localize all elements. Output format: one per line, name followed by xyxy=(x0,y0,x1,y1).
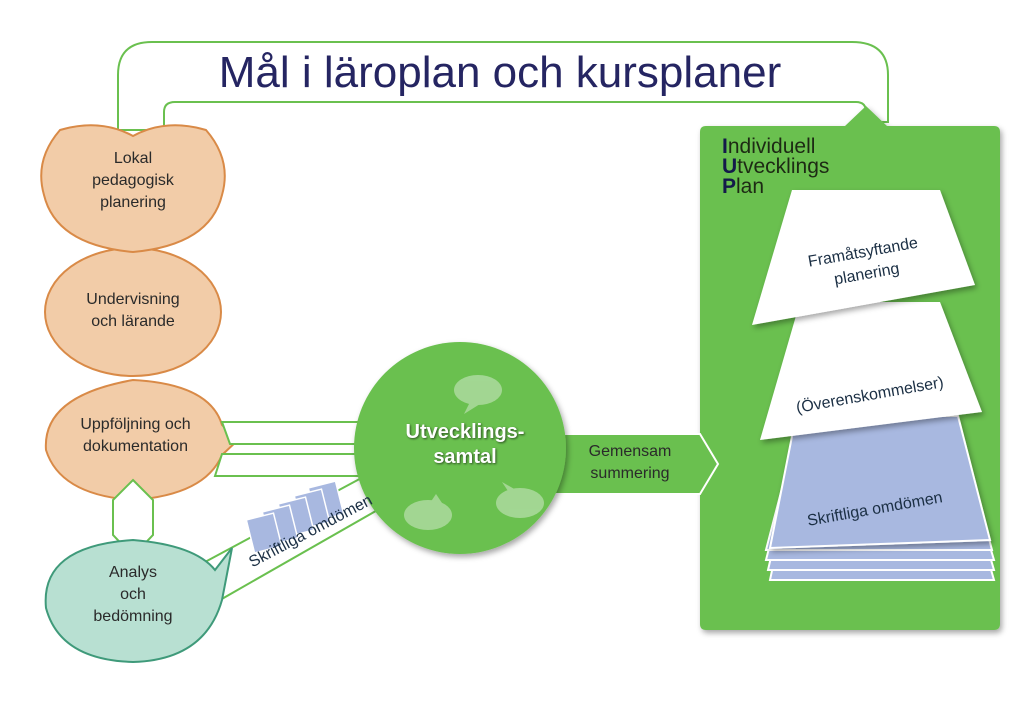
label-gemensam: Gemensam summering xyxy=(560,441,700,485)
label-analys: Analys och bedömning xyxy=(68,562,198,628)
label-analys-line1: Analys xyxy=(108,564,158,581)
label-utvecklingssamtal-line2: samtal xyxy=(433,446,497,468)
iup-letter-u: U xyxy=(722,155,738,178)
label-utvecklingssamtal-line1: Utvecklings- xyxy=(405,421,525,443)
iup-letter-p: P xyxy=(722,175,737,198)
iup-letter-i: I xyxy=(722,135,728,158)
channel-lower xyxy=(213,453,379,477)
label-lokal-line1: Lokal xyxy=(113,150,153,167)
strip-papers xyxy=(245,480,345,554)
iup-line2: Utvecklings xyxy=(722,155,830,178)
iup-rest-1: ndividuell xyxy=(727,135,816,158)
label-analys-line3: bedömning xyxy=(93,608,173,625)
label-lokal-line2: pedagogisk xyxy=(92,172,174,189)
label-uppfoljning-line1: Uppföljning och xyxy=(80,416,191,433)
iup-line1: Individuell xyxy=(722,135,829,158)
label-uppfoljning-line2: dokumentation xyxy=(83,438,188,455)
iup-rest-2: tvecklings xyxy=(737,155,830,178)
paper-stack-bottom xyxy=(764,415,996,581)
label-undervisning-line1: Undervisning xyxy=(86,291,180,308)
label-uppfoljning: Uppföljning och dokumentation xyxy=(58,414,213,458)
iup-rest-3: lan xyxy=(736,175,765,198)
speech-bubble-icons xyxy=(404,375,544,530)
iup-line3: Plan xyxy=(722,175,829,198)
label-undervisning: Undervisning och lärande xyxy=(58,289,208,333)
blob-lokal xyxy=(40,124,226,254)
label-gemensam-line1: Gemensam xyxy=(588,443,672,460)
label-undervisning-line2: och lärande xyxy=(91,313,175,330)
page-title: Mål i läroplan och kursplaner xyxy=(218,48,782,97)
paper-top xyxy=(752,190,975,325)
label-gemensam-line2: summering xyxy=(590,465,670,482)
label-utvecklingssamtal: Utvecklings- samtal xyxy=(380,420,550,470)
label-lokal: Lokal pedagogisk planering xyxy=(63,148,203,214)
iup-heading: Individuell Utvecklings Plan xyxy=(722,135,830,198)
label-analys-line2: och xyxy=(120,586,146,603)
blob-analys xyxy=(44,538,233,664)
paper-middle xyxy=(760,302,982,440)
label-lokal-line3: planering xyxy=(100,194,166,211)
